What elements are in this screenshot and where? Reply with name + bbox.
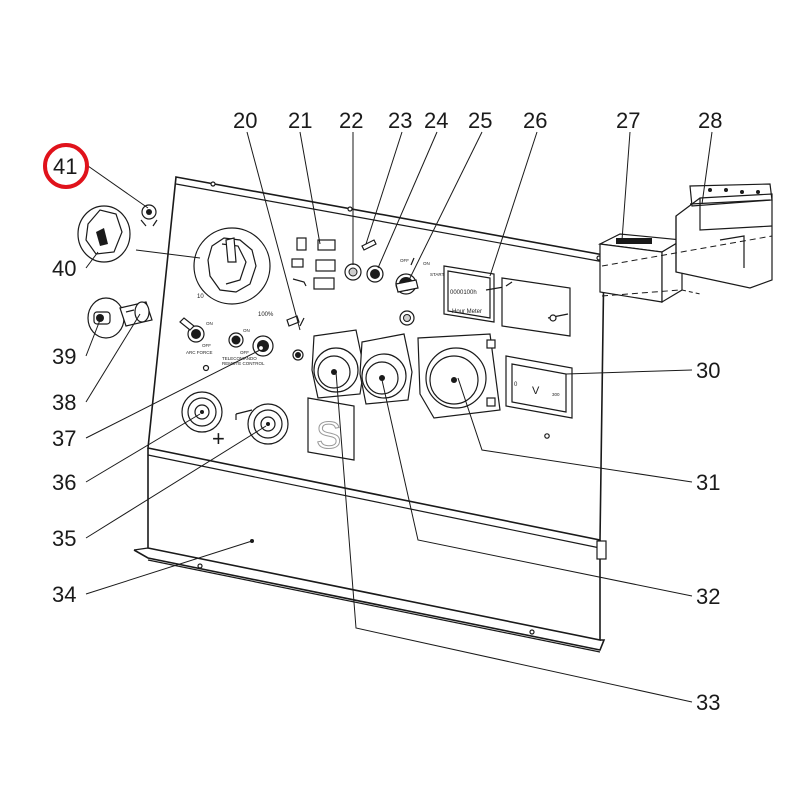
callout-22: 22 <box>339 108 363 133</box>
key-start-label: START <box>430 272 445 277</box>
remote-on-label: ON <box>243 328 250 333</box>
part-40-knob <box>77 205 131 263</box>
callout-32: 32 <box>696 584 720 609</box>
voltmeter-min: 0 <box>514 382 518 388</box>
callout-40: 40 <box>52 256 76 281</box>
socket-left <box>311 329 365 399</box>
voltmeter-max: 300 <box>552 392 560 397</box>
hour-meter-label: Hour Meter <box>452 309 482 315</box>
callout-25: 25 <box>468 108 492 133</box>
plus-sign: + <box>212 426 225 451</box>
socket-right <box>417 333 501 419</box>
welding-socket-plus: + <box>181 391 225 451</box>
indicator-bulbs <box>344 239 415 326</box>
blank-cover-plate <box>501 277 571 337</box>
bracket-28 <box>601 183 773 297</box>
arc-force-off-label: OFF <box>202 343 211 348</box>
callout-34: 34 <box>52 582 76 607</box>
part-39-toggle <box>87 297 125 339</box>
front-panel <box>133 176 607 653</box>
highlight-ring <box>43 143 89 189</box>
socket-middle <box>359 333 413 405</box>
indicator-lamps <box>291 237 336 290</box>
key-off-label: OFF <box>400 258 409 263</box>
voltmeter-unit: V <box>532 385 540 397</box>
callout-27: 27 <box>616 108 640 133</box>
callout-24: 24 <box>424 108 448 133</box>
callout-39: 39 <box>52 344 76 369</box>
arc-force-switch: ON OFF ARC FORCE <box>179 317 213 355</box>
callout-21: 21 <box>288 108 312 133</box>
callout-labels: 20 21 22 23 24 25 26 27 28 30 31 32 33 3… <box>52 108 722 715</box>
callout-35: 35 <box>52 526 76 551</box>
knob-min-label: 10 <box>197 294 204 300</box>
remote-control-connector <box>252 335 274 357</box>
remote-off-label: OFF <box>240 350 249 355</box>
logo-plate: S <box>307 397 355 461</box>
arc-force-on-label: ON <box>206 321 213 326</box>
knob-max-label: 100% <box>258 312 274 318</box>
hour-meter-value: 0000100h <box>450 290 477 296</box>
callout-23: 23 <box>388 108 412 133</box>
callout-30: 30 <box>696 358 720 383</box>
callout-26: 26 <box>523 108 547 133</box>
callout-38: 38 <box>52 390 76 415</box>
key-on-label: ON <box>423 261 430 266</box>
leader-lines <box>85 131 713 703</box>
callout-36: 36 <box>52 470 76 495</box>
logo-letter: S <box>316 415 341 457</box>
part-41-cap <box>140 204 158 227</box>
part-38-toggle <box>119 301 153 327</box>
small-lamp-20 <box>286 315 305 361</box>
ignition-key-switch: OFF ON START <box>395 257 445 295</box>
arc-force-label: ARC FORCE <box>186 350 213 355</box>
callout-31: 31 <box>696 470 720 495</box>
welding-socket-minus <box>235 403 289 445</box>
callout-33: 33 <box>696 690 720 715</box>
remote-label-2: REMOTE CONTROL <box>222 361 265 366</box>
remote-label-1: TELECOMANDO <box>222 356 257 361</box>
remote-control-switch: ON OFF TELECOMANDO REMOTE CONTROL <box>222 328 265 366</box>
callout-41: 41 <box>53 154 77 179</box>
callout-20: 20 <box>233 108 257 133</box>
main-regulator-knob: 10 100% <box>193 227 274 318</box>
hour-meter: 0000100h Hour Meter <box>443 265 511 323</box>
voltmeter: 0 V 300 <box>505 355 573 419</box>
callout-28: 28 <box>698 108 722 133</box>
callout-37: 37 <box>52 426 76 451</box>
